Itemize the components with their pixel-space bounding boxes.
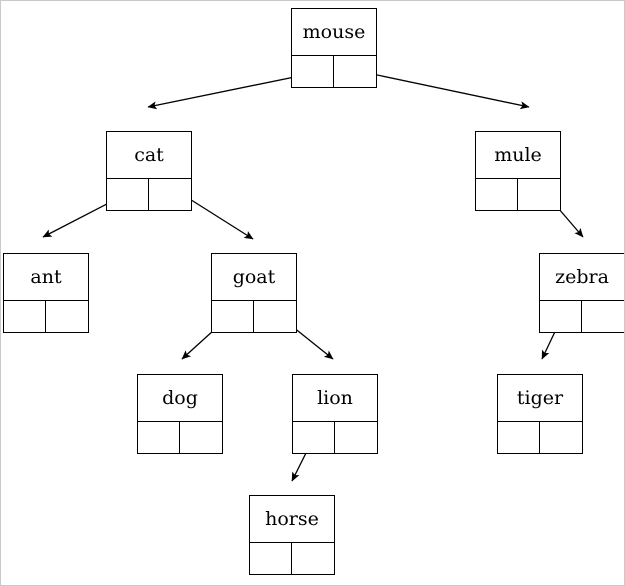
tree-node-label-dog: dog [138,375,222,422]
tree-node-tiger[interactable]: tiger [497,374,583,454]
right-pointer-cell-goat[interactable] [254,301,296,332]
left-pointer-cell-cat[interactable] [107,179,149,210]
right-pointer-cell-dog[interactable] [180,422,222,453]
left-pointer-cell-tiger[interactable] [498,422,540,453]
tree-node-cat[interactable]: cat [106,131,192,211]
tree-node-pointers-cat [107,179,191,210]
right-pointer-cell-tiger[interactable] [540,422,582,453]
tree-node-mouse[interactable]: mouse [291,8,377,88]
tree-node-label-horse: horse [250,496,334,543]
right-pointer-cell-ant[interactable] [46,301,88,332]
tree-node-zebra[interactable]: zebra [539,253,624,333]
left-pointer-cell-mouse[interactable] [292,56,334,87]
right-pointer-cell-zebra[interactable] [582,301,624,332]
tree-node-pointers-ant [4,301,88,332]
right-pointer-cell-cat[interactable] [149,179,191,210]
tree-node-label-ant: ant [4,254,88,301]
tree-node-ant[interactable]: ant [3,253,89,333]
left-pointer-cell-zebra[interactable] [540,301,582,332]
left-pointer-cell-mule[interactable] [476,179,518,210]
tree-node-label-tiger: tiger [498,375,582,422]
tree-node-pointers-mouse [292,56,376,87]
left-pointer-cell-lion[interactable] [293,422,335,453]
tree-node-mule[interactable]: mule [475,131,561,211]
tree-node-label-cat: cat [107,132,191,179]
tree-node-label-zebra: zebra [540,254,624,301]
right-pointer-cell-mouse[interactable] [334,56,376,87]
right-pointer-cell-lion[interactable] [335,422,377,453]
left-pointer-cell-horse[interactable] [250,543,292,574]
left-pointer-cell-ant[interactable] [4,301,46,332]
tree-node-pointers-lion [293,422,377,453]
tree-node-lion[interactable]: lion [292,374,378,454]
tree-node-horse[interactable]: horse [249,495,335,575]
tree-node-pointers-tiger [498,422,582,453]
left-pointer-cell-goat[interactable] [212,301,254,332]
tree-node-pointers-dog [138,422,222,453]
tree-node-pointers-zebra [540,301,624,332]
tree-node-label-mouse: mouse [292,9,376,56]
left-pointer-cell-dog[interactable] [138,422,180,453]
tree-node-pointers-mule [476,179,560,210]
tree-node-pointers-goat [212,301,296,332]
tree-node-label-goat: goat [212,254,296,301]
right-pointer-cell-mule[interactable] [518,179,560,210]
tree-node-label-mule: mule [476,132,560,179]
tree-node-pointers-horse [250,543,334,574]
right-pointer-cell-horse[interactable] [292,543,334,574]
tree-node-dog[interactable]: dog [137,374,223,454]
tree-node-label-lion: lion [293,375,377,422]
tree-node-goat[interactable]: goat [211,253,297,333]
